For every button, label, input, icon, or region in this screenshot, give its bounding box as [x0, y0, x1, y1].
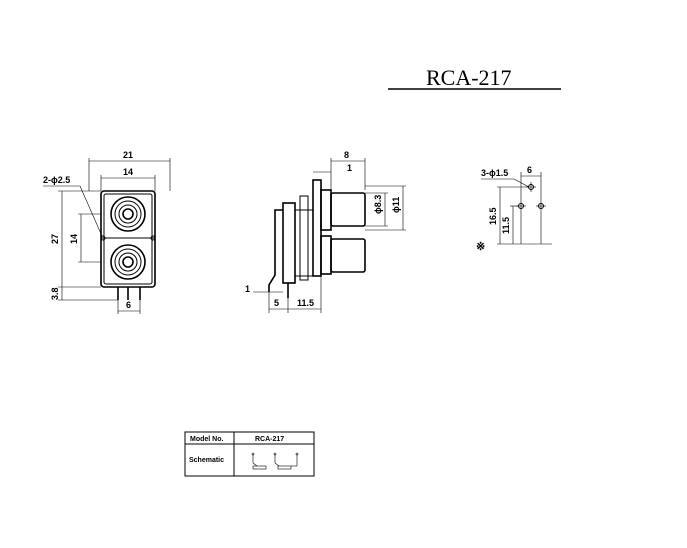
- upper-barrel: [330, 192, 366, 227]
- dim-hole-callout: 2-ϕ2.5: [43, 175, 70, 185]
- mount-hole-right: [150, 235, 156, 241]
- dim-pin-spacing: 6: [126, 300, 131, 310]
- upper-jack-ring: [114, 200, 142, 228]
- table-schematic-label: Schematic: [189, 457, 224, 464]
- dim-depth-top: 8: [344, 150, 349, 160]
- table-model-value: RCA-217: [255, 436, 284, 443]
- mount-hole-left: [100, 235, 106, 241]
- lower-barrel: [330, 238, 366, 273]
- side-mid-block: [299, 195, 309, 281]
- front-body-inner: [103, 193, 153, 285]
- lower-jack-sleeve: [118, 252, 138, 272]
- side-back-plate: [282, 202, 296, 284]
- schematic-symbol: [251, 452, 299, 470]
- dim-height-pitch: 14: [69, 234, 79, 244]
- upper-barrel-collar: [320, 189, 332, 231]
- front-view: 21 14 2-ϕ2.5 27 14 3.8 6: [43, 150, 171, 314]
- table-model-label: Model No.: [190, 436, 223, 443]
- dim-width-overall: 21: [123, 150, 133, 160]
- side-rear-leg: [268, 209, 283, 292]
- dim-height-overall: 27: [50, 234, 60, 244]
- side-flange: [312, 179, 322, 277]
- spec-table: Model No. RCA-217 Schematic: [184, 431, 315, 477]
- lower-jack-outer: [110, 244, 146, 280]
- pcb-height-total: 16.5: [488, 207, 498, 225]
- lower-jack-ring: [114, 248, 142, 276]
- upper-jack-pin: [122, 208, 134, 220]
- lower-jack-pin: [122, 256, 134, 268]
- hole-leader: [43, 185, 103, 237]
- dim-pin-length: 3.8: [50, 287, 60, 300]
- table-frame: [184, 431, 315, 477]
- dim-base-left: 5: [274, 298, 279, 308]
- side-view: 8 1 ϕ8.3 ϕ11 1 5 11.5: [245, 150, 406, 313]
- pcb-height-pitch: 11.5: [501, 217, 511, 234]
- dim-diameter-outer: ϕ11: [391, 197, 401, 213]
- pcb-layout: 3-ϕ1.5 6 16.5 11.5 ※: [476, 165, 552, 253]
- dim-flange: 1: [347, 163, 352, 173]
- pcb-note-mark: ※: [476, 241, 485, 253]
- dim-diameter-inner: ϕ8.3: [373, 195, 383, 214]
- pcb-hole-callout: 3-ϕ1.5: [481, 168, 508, 178]
- lower-barrel-collar: [320, 235, 332, 275]
- upper-jack-sleeve: [118, 204, 138, 224]
- dim-base-right: 11.5: [297, 298, 314, 308]
- dim-left-offset: 1: [245, 284, 250, 294]
- pcb-pitch-x: 6: [527, 165, 532, 175]
- upper-jack-outer: [110, 196, 146, 232]
- drawing-title: RCA-217: [426, 65, 512, 90]
- dim-width-inner: 14: [123, 167, 133, 177]
